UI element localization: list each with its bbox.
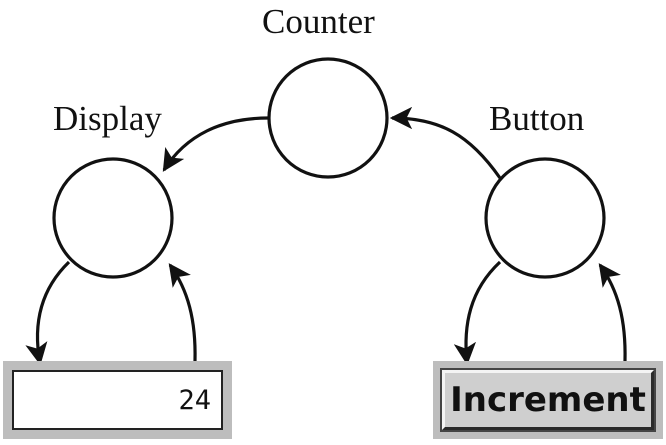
edge-button-to-counter	[389, 106, 502, 179]
button-widget: Increment	[433, 361, 663, 439]
display-value-field[interactable]: 24	[12, 370, 223, 430]
counter-node	[267, 57, 389, 179]
edge-display-to-field	[25, 260, 71, 366]
button-label: Button	[489, 99, 585, 138]
edge-widget-to-button	[598, 263, 627, 362]
display-label: Display	[53, 99, 162, 138]
increment-button[interactable]: Increment	[440, 368, 656, 432]
edge-counter-to-display	[162, 116, 269, 172]
display-widget: 24	[3, 361, 232, 439]
display-node	[52, 157, 174, 279]
counter-label: Counter	[262, 2, 375, 41]
edge-button-to-widget	[453, 260, 502, 366]
button-node	[484, 157, 606, 279]
edge-field-to-display	[168, 263, 197, 362]
